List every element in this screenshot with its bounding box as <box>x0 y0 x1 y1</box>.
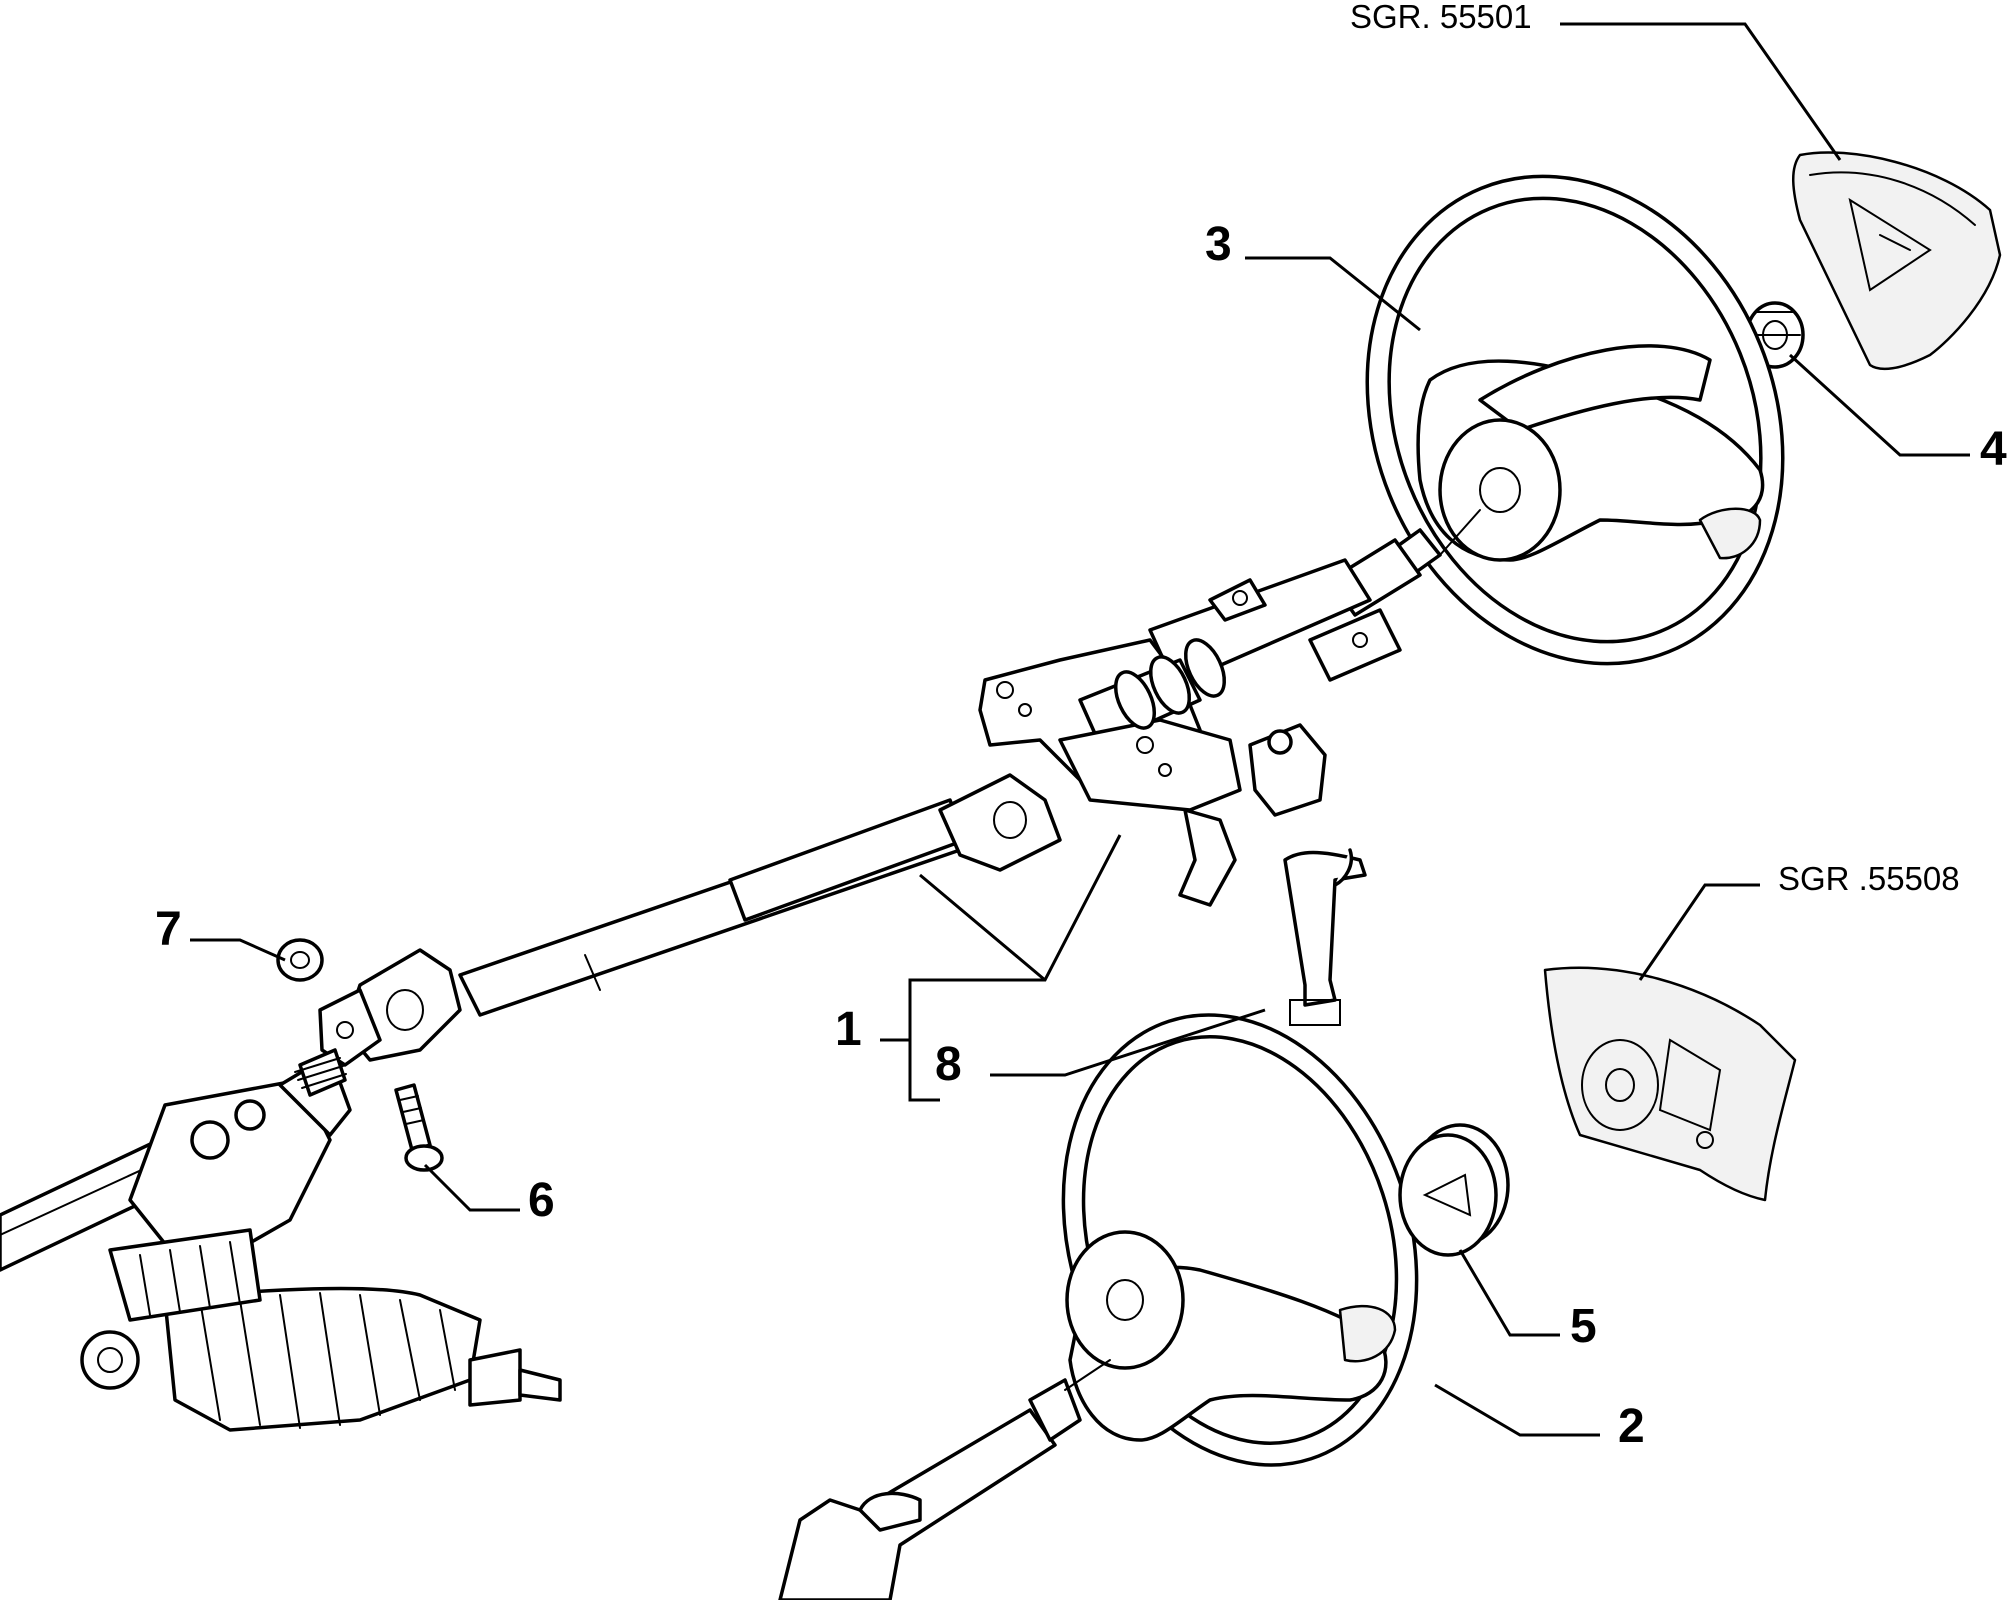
horn-pad-part <box>1792 151 2002 371</box>
leader-line-1 <box>880 834 1122 1102</box>
callout-3: 3 <box>1205 218 1232 271</box>
steering-wheel-lower-part <box>1061 1013 1419 1467</box>
steering-rack-part <box>0 1048 562 1432</box>
leader-lines <box>190 22 1970 1437</box>
leader-line-8 <box>990 1008 1266 1077</box>
leader-line-sgr-55508 <box>1638 883 1760 981</box>
callout-5: 5 <box>1570 1300 1597 1353</box>
leader-line-2 <box>1434 1383 1600 1437</box>
leader-line-6 <box>423 1163 520 1212</box>
callout-4: 4 <box>1980 423 2007 476</box>
leader-line-4 <box>1788 353 1970 457</box>
ref-label-sgr-55508: SGR .55508 <box>1778 860 1960 897</box>
leader-line-5 <box>1458 1249 1560 1337</box>
intermediate-shaft-part <box>318 773 1062 1067</box>
leader-line-3 <box>1245 256 1421 332</box>
callout-6: 6 <box>528 1174 555 1227</box>
callout-8: 8 <box>935 1038 962 1091</box>
leader-line-7 <box>190 938 286 962</box>
airbag-module-part <box>1543 966 1797 1202</box>
steering-wheel-upper-part <box>1365 174 1785 666</box>
callout-1: 1 <box>835 1003 862 1056</box>
callout-2: 2 <box>1618 1400 1645 1453</box>
lower-column-stub-part <box>778 1359 1111 1600</box>
ref-label-sgr-55501: SGR. 55501 <box>1350 0 1532 35</box>
leader-line-sgr-55501 <box>1560 22 1842 161</box>
locking-nut-part <box>276 938 324 982</box>
bracket-part <box>1283 848 1367 1026</box>
pinch-bolt-part <box>394 1083 444 1172</box>
hub-adapter-part <box>1398 1123 1510 1257</box>
callout-7: 7 <box>155 903 182 956</box>
steering-column-part <box>978 509 1481 907</box>
